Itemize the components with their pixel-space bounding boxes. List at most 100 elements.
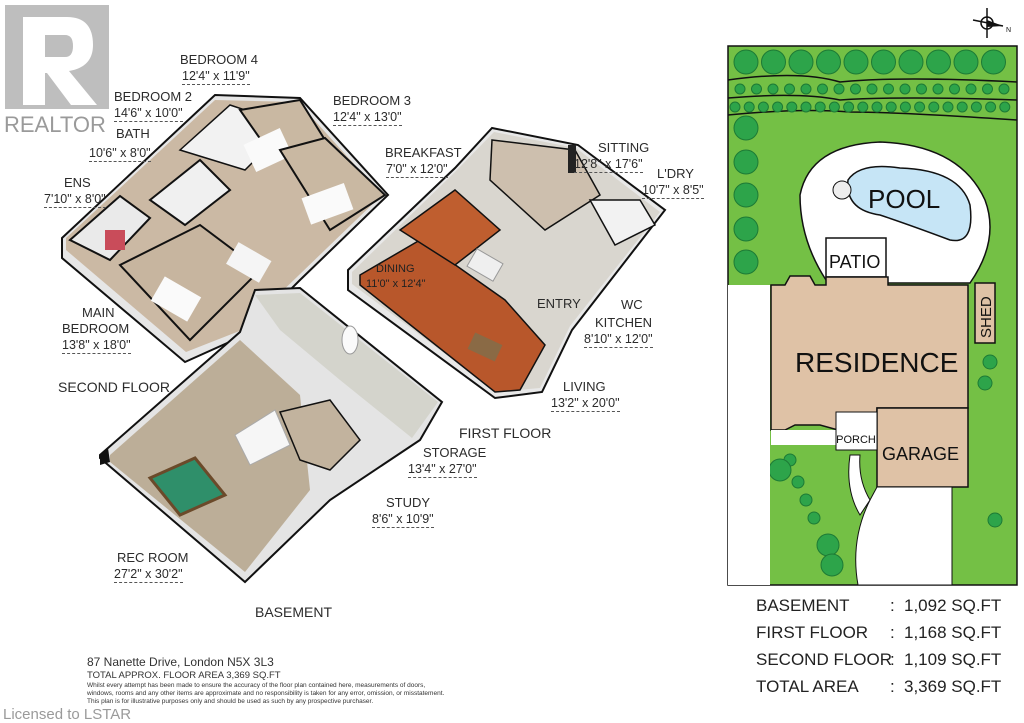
room-dims-bedroom3: 12'4" x 13'0" — [333, 110, 402, 126]
room-dims-kitchen: 8'10" x 12'0" — [584, 332, 653, 348]
svg-text:GARAGE: GARAGE — [882, 444, 959, 464]
floor-title-second: SECOND FLOOR — [58, 379, 171, 395]
realtor-logo — [5, 5, 109, 109]
tree — [883, 83, 894, 95]
tree — [767, 83, 779, 95]
patio — [825, 237, 887, 278]
tree — [833, 83, 845, 95]
room-dims-storage: 13'4" x 27'0" — [408, 462, 477, 478]
tree — [843, 49, 869, 75]
tree — [733, 115, 759, 141]
room-name-sitting: SITTING — [598, 140, 650, 155]
porch — [835, 411, 878, 451]
tree — [733, 149, 759, 175]
svg-text:RESIDENCE: RESIDENCE — [795, 347, 958, 378]
tree — [926, 49, 951, 75]
area-value: 1,092 SQ.FT — [904, 596, 1002, 615]
room-dims-living: 13'2" x 20'0" — [551, 396, 620, 412]
site-plan: N POOL PATIO RESIDENCE SHED GARAGE PORCH — [727, 8, 1018, 586]
tree — [761, 49, 786, 75]
floor-title-first: FIRST FLOOR — [459, 425, 552, 441]
area-value: 1,168 SQ.FT — [904, 623, 1002, 642]
room-name-ens: ENS — [64, 175, 91, 190]
room-dims-main-bedroom: 13'8" x 18'0" — [62, 338, 131, 354]
tree — [871, 49, 896, 75]
driveway — [855, 486, 953, 586]
tree — [816, 533, 840, 557]
tree — [914, 101, 926, 113]
room-name-kitchen: KITCHEN — [595, 315, 653, 330]
tree — [820, 553, 844, 577]
tree — [949, 83, 960, 95]
shed — [974, 282, 996, 344]
area-value: 3,369 SQ.FT — [904, 677, 1002, 696]
room-name-storage: STORAGE — [423, 445, 487, 460]
room-name-study: STUDY — [386, 495, 431, 510]
tree — [956, 101, 968, 113]
second-floor-plan — [61, 93, 390, 364]
floor-title-basement: BASEMENT — [255, 604, 333, 620]
tree — [850, 83, 861, 95]
tree — [866, 83, 878, 95]
floor-plans-drawing — [61, 93, 667, 584]
tree — [899, 101, 911, 113]
tree — [999, 101, 1011, 113]
area-label: FIRST FLOOR — [756, 623, 869, 642]
tree — [932, 83, 944, 95]
tree — [807, 511, 821, 525]
tree — [733, 216, 759, 242]
tree — [981, 49, 1006, 75]
room-name-main-bedroom-1: MAIN — [82, 305, 115, 320]
room-name-laundry: L'DRY — [657, 166, 694, 181]
tree — [757, 101, 769, 113]
tree — [899, 83, 911, 95]
compass-icon: N — [972, 8, 1011, 38]
garage — [876, 407, 969, 488]
tree — [800, 83, 812, 95]
room-dims-study: 8'6" x 10'9" — [372, 512, 434, 528]
room-dims-ens: 7'10" x 8'0" — [44, 192, 106, 208]
tree — [817, 83, 828, 95]
area-value: 1,109 SQ.FT — [904, 650, 1002, 669]
tree — [998, 83, 1010, 95]
room-dims-breakfast: 7'0" x 12'0" — [386, 162, 448, 178]
tree — [743, 101, 755, 113]
tree — [982, 83, 993, 95]
room-name-bedroom4: BEDROOM 4 — [180, 52, 259, 67]
tree — [916, 83, 927, 95]
tree — [799, 493, 813, 507]
room-name-breakfast: BREAKFAST — [385, 145, 462, 160]
tree — [970, 101, 982, 113]
tree — [985, 101, 997, 113]
first-floor-plan — [347, 126, 667, 400]
disclaimer-line: windows, rooms and any other items are a… — [87, 690, 445, 697]
tree — [814, 101, 826, 113]
room-name-wc: WC — [621, 297, 643, 312]
room-dims-rec-room: 27'2" x 30'2" — [114, 567, 183, 583]
tree — [977, 375, 993, 391]
tree — [898, 49, 924, 75]
residence — [770, 275, 969, 431]
tree — [843, 101, 855, 113]
tree — [729, 101, 741, 113]
realtor-logo-text: REALTOR — [4, 112, 106, 137]
tree — [982, 354, 998, 370]
room-name-living: LIVING — [563, 379, 606, 394]
tree — [791, 475, 805, 489]
room-dims-sitting: 12'8" x 17'6" — [574, 157, 643, 173]
svg-text:PATIO: PATIO — [829, 252, 880, 272]
trees — [729, 49, 1011, 577]
tree — [734, 83, 746, 95]
room-name-rec-room: REC ROOM — [117, 550, 189, 565]
pool — [847, 165, 972, 242]
tree — [816, 49, 841, 75]
tree — [751, 83, 762, 95]
tree — [772, 101, 784, 113]
room-dims-bedroom2: 14'6" x 10'0" — [114, 106, 183, 122]
room-name-entry: ENTRY — [537, 296, 581, 311]
room-name-bedroom3: BEDROOM 3 — [333, 93, 412, 108]
tree — [733, 182, 759, 208]
tree — [828, 101, 840, 113]
tree — [885, 101, 897, 113]
room-dims-laundry: 10'7" x 8'5" — [642, 183, 704, 199]
